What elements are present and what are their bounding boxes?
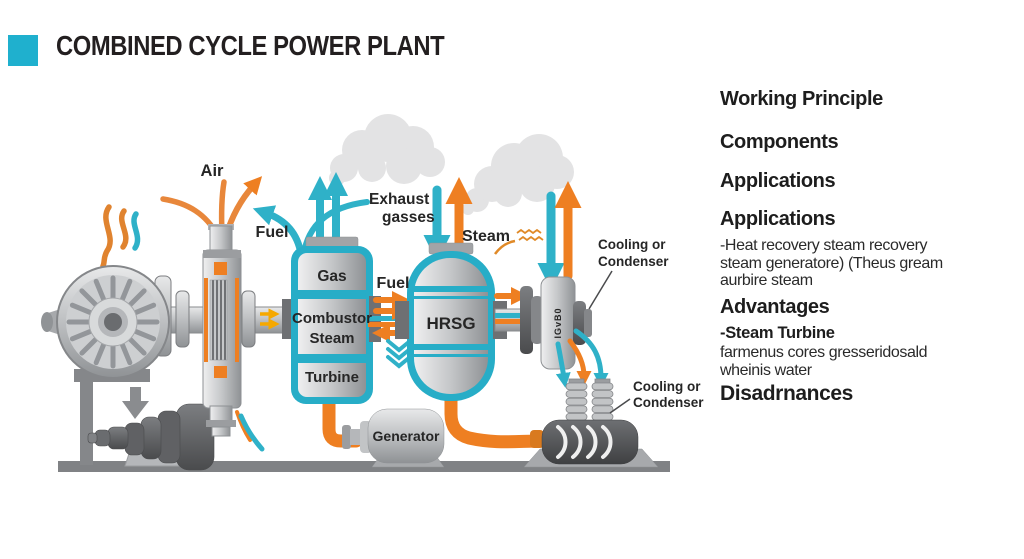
exhaust-cone	[87, 403, 215, 471]
pipe-hrsg-to-condenser	[444, 389, 551, 449]
exhaust-label-line1: Exhaust	[369, 191, 429, 208]
hrsg-label: HRSG	[426, 314, 475, 333]
water-chevrons	[386, 339, 412, 369]
vessel-combustor-label: Combustor	[292, 310, 372, 327]
hrsg-steam-arrows	[423, 177, 473, 262]
cooling-bottom-pointer	[609, 398, 631, 414]
condenser-loop-arrows	[537, 181, 582, 290]
vessel-turbine-label: Turbine	[305, 369, 359, 386]
pipe-turbine-to-generator	[322, 394, 363, 448]
air-intake-tower	[202, 224, 242, 437]
cooling-top-label-line1: Cooling or	[598, 237, 666, 252]
vessel-gas-label: Gas	[317, 268, 346, 285]
fuel-mid-label: Fuel	[377, 275, 410, 292]
exhaust-smoke-cloud	[329, 114, 445, 186]
title-accent-square	[8, 35, 38, 66]
heat-wave-lines	[100, 204, 141, 269]
tower-drain-curves	[235, 410, 265, 452]
fuel-transfer-lines	[368, 316, 412, 327]
exhaust-label-line2: gasses	[382, 209, 435, 226]
cooling-bottom-label-line1: Cooling or	[633, 379, 701, 394]
gas-turbine-fan	[41, 265, 170, 379]
combustor-vessel	[291, 236, 381, 404]
steam-squiggle	[493, 228, 544, 255]
cooling-bottom-label-line2: Condenser	[633, 395, 704, 410]
cooling-top-label-line2: Condenser	[598, 254, 669, 269]
page-title: COMBINED CYCLE POWER PLANT	[56, 30, 445, 61]
generator-label: Generator	[373, 428, 440, 444]
steam-smoke-cloud	[462, 134, 574, 215]
shaft-flow-arrows	[260, 308, 280, 330]
fuel-left-label: Fuel	[256, 224, 289, 241]
down-arrow	[122, 387, 149, 419]
cooling-top-pointer	[588, 270, 613, 310]
rotor-tag-text: IGvB0	[553, 307, 563, 338]
air-label: Air	[201, 162, 225, 180]
vessel-steam-label: Steam	[309, 330, 354, 347]
condenser-unit	[530, 419, 639, 465]
ground-bar	[58, 461, 670, 472]
steam-label: Steam	[462, 228, 510, 245]
cooling-flow-arrows	[555, 328, 609, 388]
generator-unit	[342, 408, 445, 464]
